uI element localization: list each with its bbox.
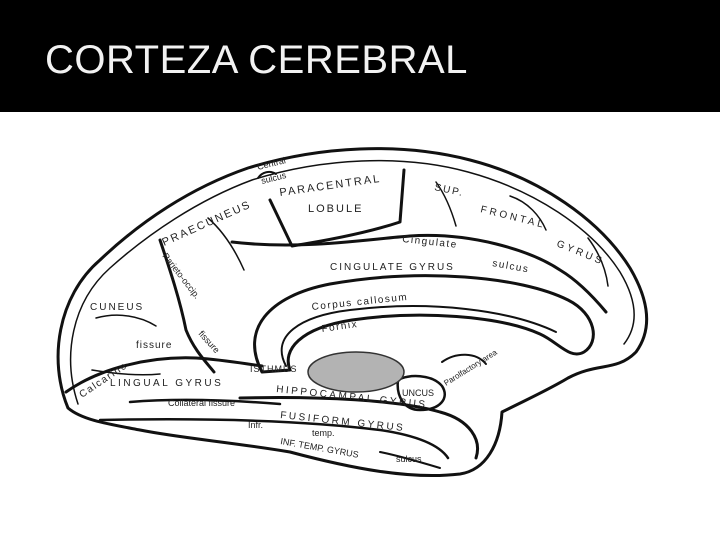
label-cingulate-gyrus: CINGULATE GYRUS (330, 262, 455, 273)
label-frontal: FRONTAL (479, 204, 547, 231)
slide-title: CORTEZA CEREBRAL (45, 38, 468, 83)
label-fissure-2: fissure (197, 329, 222, 355)
label-sup: SUP. (433, 182, 465, 199)
label-isthmus: ISTHMUS (250, 364, 298, 374)
label-fissure-1: fissure (136, 340, 172, 351)
label-temp: temp. (312, 428, 335, 438)
brain-diagram: Central sulcus PARACENTRAL LOBULE SUP. F… (0, 112, 720, 540)
label-inf-temp-gyrus: INF. TEMP. GYRUS (280, 436, 360, 460)
label-fusiform-gyrus: FUSIFORM GYRUS (280, 410, 406, 434)
cingulate-sulcus (232, 235, 606, 312)
label-infr: Infr. (248, 420, 263, 430)
label-paracentral: PARACENTRAL (279, 173, 382, 199)
label-uncus: UNCUS (402, 388, 434, 398)
label-sulcus: sulcus (491, 258, 530, 275)
label-fornix: Fornix (321, 319, 359, 335)
label-central-sulcus-1: Central (256, 155, 287, 172)
cuneus-sulcus (96, 315, 156, 326)
label-cuneus: CUNEUS (90, 302, 144, 313)
label-collateral-fissure: Collateral fissure (168, 398, 235, 408)
label-praecuneus: PRAECUNEUS (160, 199, 253, 249)
label-sulcus-temp: sulcus (396, 454, 422, 464)
label-lobule: LOBULE (308, 203, 363, 215)
label-lingual-gyrus: LINGUAL GYRUS (110, 378, 223, 389)
corpus-callosum (255, 276, 594, 372)
highlighted-region (308, 352, 404, 392)
label-parieto-occip: Parieto-occip. (160, 251, 202, 301)
label-parolfactory-area: Parolfactory area (442, 347, 499, 387)
title-bar: CORTEZA CEREBRAL (0, 0, 720, 112)
